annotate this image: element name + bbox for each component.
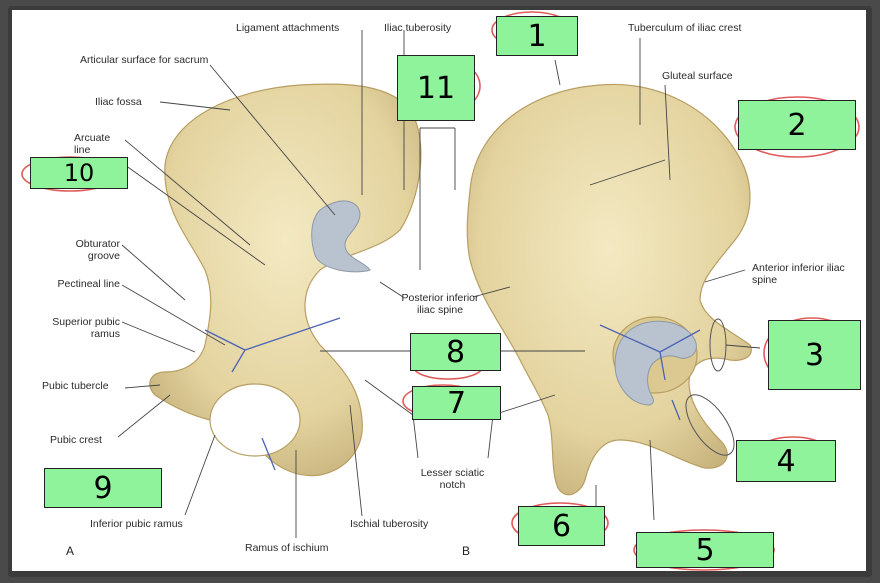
answer-box-10[interactable]: 10 <box>30 157 128 189</box>
anterior-inferior-iliac-spine-label: Anterior inferior iliac spine <box>752 262 845 286</box>
arcuate-line-label: Arcuate line <box>74 132 111 156</box>
ligament-attachments-label: Ligament attachments <box>236 22 340 34</box>
answer-box-9[interactable]: 9 <box>44 468 162 508</box>
inferior-pubic-ramus-label: Inferior pubic ramus <box>90 518 183 530</box>
answer-box-8[interactable]: 8 <box>410 333 501 371</box>
superior-pubic-ramus-label: Superior pubic ramus <box>52 316 120 340</box>
answer-box-2[interactable]: 2 <box>738 100 856 150</box>
gluteal-surface-label: Gluteal surface <box>662 70 733 82</box>
answer-box-3[interactable]: 3 <box>768 320 861 390</box>
hip-bone-medial-view <box>149 83 422 477</box>
pectineal-line-label: Pectineal line <box>57 278 120 290</box>
articular-surface-label: Articular surface for sacrum <box>80 54 209 66</box>
iliac-fossa-label: Iliac fossa <box>95 96 142 108</box>
answer-box-5[interactable]: 5 <box>636 532 774 568</box>
leader-lines <box>117 30 761 538</box>
lesser-sciatic-notch-label: Lesser sciatic notch <box>420 467 485 491</box>
hip-bone-lateral-view <box>466 83 752 496</box>
answer-box-7[interactable]: 7 <box>412 386 501 421</box>
posterior-inferior-iliac-spine-label: Posterior inferior iliac spine <box>401 292 479 316</box>
iliac-tuberosity-label: Iliac tuberosity <box>384 22 452 34</box>
answer-box-4[interactable]: 4 <box>736 440 836 482</box>
obturator-groove-label: Obturator groove <box>75 238 120 262</box>
ischial-tuberosity-label: Ischial tuberosity <box>350 518 429 530</box>
ramus-of-ischium-label: Ramus of ischium <box>245 542 329 554</box>
pubic-crest-label: Pubic crest <box>50 434 102 446</box>
answer-box-11[interactable]: 11 <box>397 55 475 121</box>
panel-label-b: B <box>462 544 471 558</box>
pubic-tubercle-label: Pubic tubercle <box>42 380 109 392</box>
tuberculum-of-iliac-crest-label: Tuberculum of iliac crest <box>628 22 742 34</box>
panel-label-a: A <box>66 544 75 558</box>
answer-box-1[interactable]: 1 <box>496 16 578 56</box>
answer-box-6[interactable]: 6 <box>518 506 605 546</box>
